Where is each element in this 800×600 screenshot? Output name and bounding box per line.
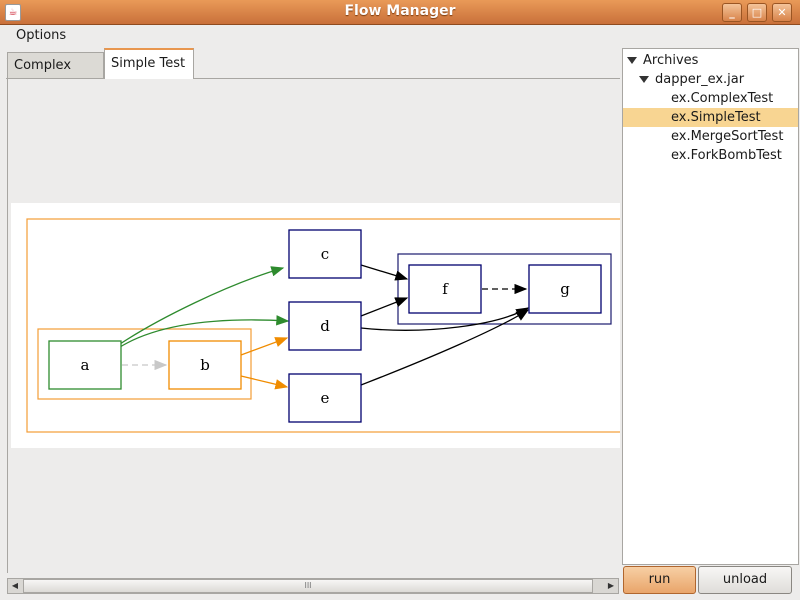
tree-item-complex-test[interactable]: ex.ComplexTest — [671, 91, 774, 106]
node-e-label: e — [321, 389, 330, 407]
fg-cluster — [397, 253, 612, 325]
tab-strip: Complex Test Simple Test — [6, 48, 620, 99]
outer-cluster — [26, 218, 620, 433]
horizontal-scrollbar[interactable]: ◀ III ▶ — [7, 578, 619, 594]
edge-b-e — [240, 375, 289, 390]
node-d[interactable] — [288, 301, 362, 351]
expand-triangle-icon[interactable] — [627, 57, 637, 64]
window-title: Flow Manager — [344, 3, 456, 19]
node-c[interactable] — [288, 229, 362, 279]
node-a-label: a — [81, 356, 90, 374]
scrollbar-thumb[interactable]: III — [23, 579, 593, 593]
node-a[interactable] — [48, 340, 122, 390]
flow-view-pane: Complex Test Simple Test — [6, 48, 620, 595]
edge-a-c — [119, 266, 285, 345]
tab-simple-test[interactable]: Simple Test — [104, 48, 194, 79]
node-d-label: d — [320, 317, 330, 335]
node-e[interactable] — [288, 373, 362, 423]
edge-d-f — [360, 297, 409, 317]
edge-b-d — [240, 337, 289, 356]
expand-triangle-icon[interactable] — [639, 76, 649, 83]
node-f-label: f — [442, 280, 449, 298]
scroll-right-icon[interactable]: ▶ — [607, 581, 615, 590]
maximize-icon[interactable]: □ — [747, 3, 767, 22]
run-button[interactable]: run — [623, 566, 696, 594]
minimize-icon[interactable]: _ — [722, 3, 742, 22]
scroll-left-icon[interactable]: ◀ — [11, 581, 19, 590]
flow-graph: a b c d e f g — [26, 218, 620, 433]
tree-item-simple-test[interactable]: ex.SimpleTest — [623, 108, 798, 127]
node-g[interactable] — [528, 264, 602, 314]
node-f[interactable] — [408, 264, 482, 314]
edge-a-d — [119, 315, 290, 348]
edge-e-g — [360, 309, 530, 386]
tree-item-fork-bomb-test[interactable]: ex.ForkBombTest — [671, 148, 782, 163]
close-icon[interactable]: ✕ — [772, 3, 792, 22]
edge-c-f — [360, 264, 409, 281]
menu-bar: Options — [0, 25, 800, 47]
java-coffee-icon: ☕ — [5, 4, 21, 21]
node-b-label: b — [200, 356, 210, 374]
tree-node-archives[interactable]: Archives — [627, 51, 698, 70]
tree-label-jar: dapper_ex.jar — [655, 72, 745, 87]
node-b[interactable] — [168, 340, 242, 390]
archive-tree: Archives dapper_ex.jar ex.ComplexTest ex… — [622, 48, 799, 565]
title-bar: ☕ Flow Manager _ □ ✕ — [0, 0, 800, 25]
tab-complex-test[interactable]: Complex Test — [7, 52, 104, 99]
tree-label-archives: Archives — [643, 53, 699, 68]
tree-node-jar[interactable]: dapper_ex.jar — [639, 70, 744, 89]
menu-options[interactable]: Options — [16, 28, 67, 43]
unload-button[interactable]: unload — [698, 566, 792, 594]
node-c-label: c — [321, 245, 329, 263]
node-g-label: g — [560, 280, 570, 298]
tree-item-merge-sort-test[interactable]: ex.MergeSortTest — [671, 129, 784, 144]
graph-canvas: a b c d e f g — [7, 79, 620, 573]
